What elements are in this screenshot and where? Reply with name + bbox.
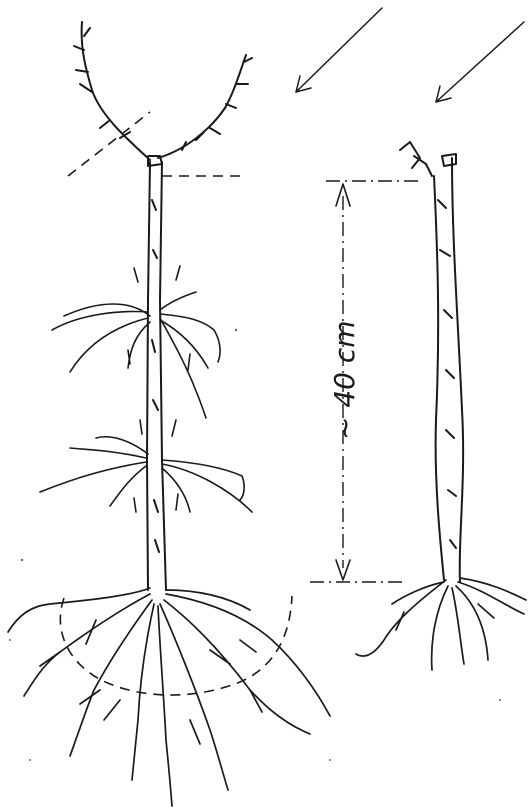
trunk xyxy=(147,156,166,590)
upper-root-whorl xyxy=(52,266,220,418)
pruned-tree xyxy=(356,142,526,670)
main-root-system xyxy=(8,588,330,806)
arrow-right-pointer xyxy=(436,22,524,102)
middle-root-whorl xyxy=(40,420,252,512)
pruned-trunk xyxy=(400,142,463,582)
measurement-label: ~ 40 cm xyxy=(328,320,361,440)
crown-branches xyxy=(74,22,252,160)
unpruned-tree xyxy=(8,22,330,806)
pruned-root-system xyxy=(356,578,526,670)
height-dimension: ~ 40 cm xyxy=(310,181,420,582)
arrow-left-pointer xyxy=(296,8,382,92)
